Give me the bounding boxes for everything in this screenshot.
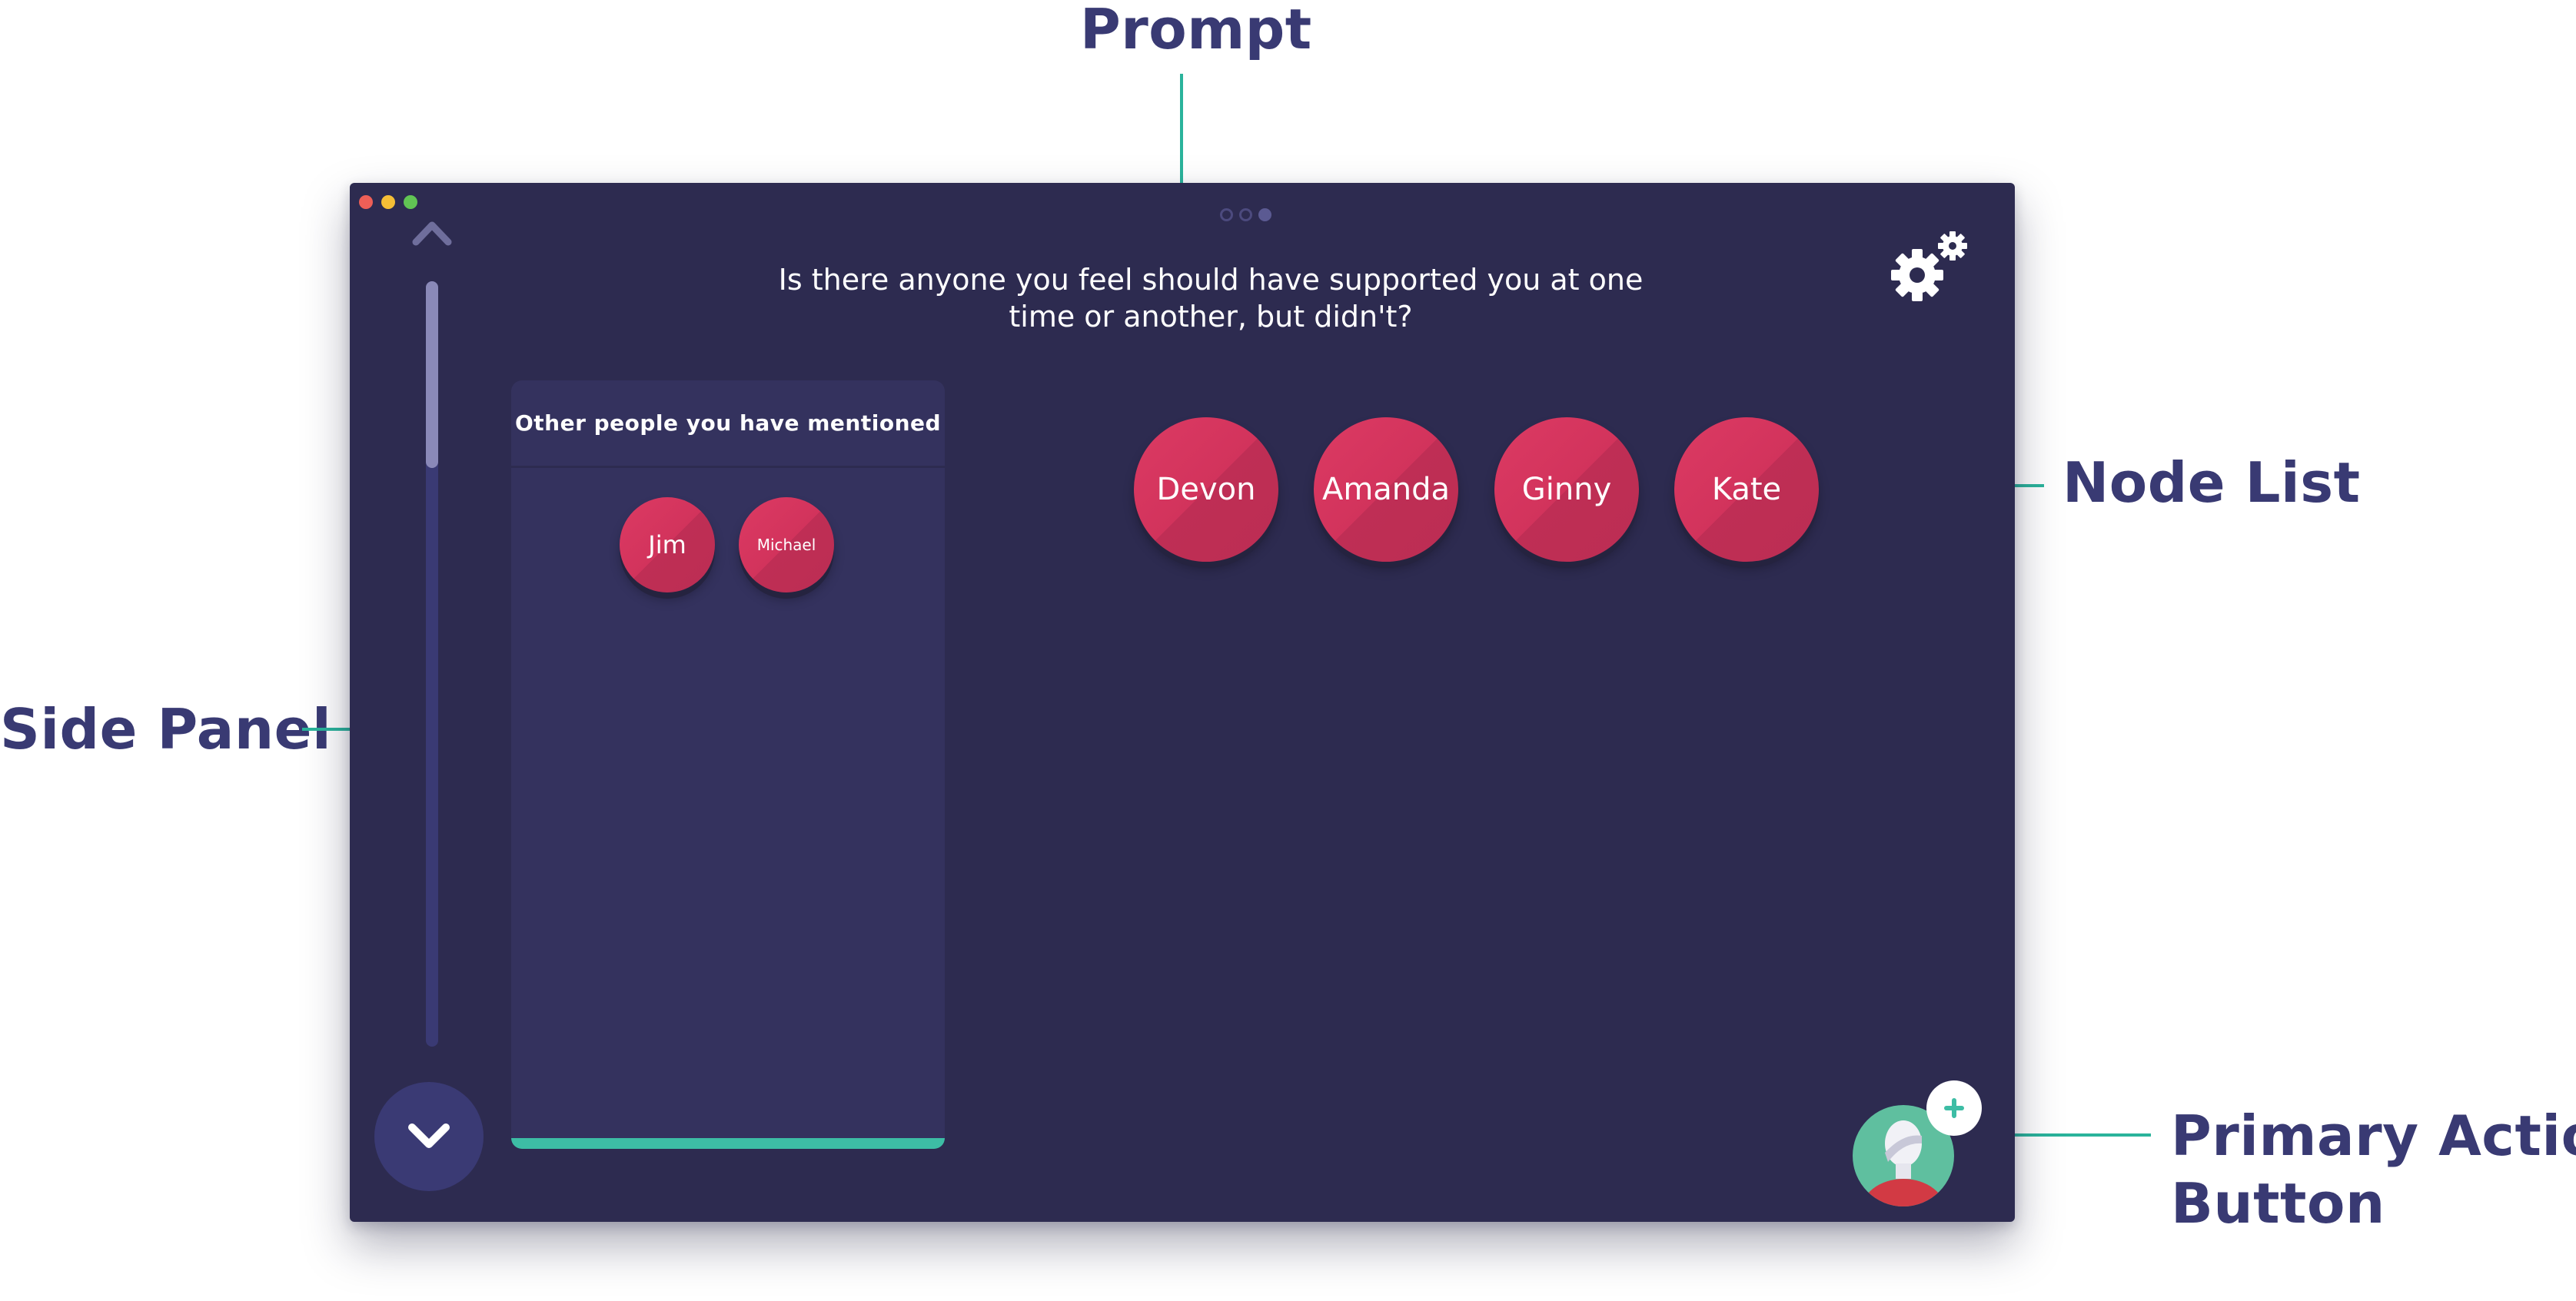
annotation-prompt-line — [1180, 74, 1183, 252]
stage-dot-active — [1258, 208, 1271, 221]
node-amanda[interactable]: Amanda — [1314, 417, 1458, 562]
window-minimize-button[interactable] — [381, 195, 395, 209]
side-panel-accent-bar — [511, 1138, 945, 1149]
annotation-node-list-label: Node List — [2062, 450, 2361, 515]
annotation-primary-action-label: Primary Action — [2171, 1104, 2576, 1168]
stage-dot — [1239, 208, 1252, 221]
prompt-text: Is there anyone you feel should have sup… — [778, 263, 1644, 334]
annotation-prompt-label: Prompt — [1080, 0, 1312, 61]
window-maximize-button[interactable] — [404, 195, 417, 209]
timeline-progress — [426, 281, 438, 468]
side-panel: Other people you have mentioned Jim Mich… — [511, 380, 945, 1149]
app-window: Is there anyone you feel should have sup… — [350, 183, 2015, 1222]
node-ginny[interactable]: Ginny — [1494, 417, 1639, 562]
stage-indicator — [1220, 208, 1271, 221]
stage-dot — [1220, 208, 1233, 221]
window-close-button[interactable] — [359, 195, 373, 209]
timeline-track[interactable] — [426, 281, 438, 1047]
side-node-jim[interactable]: Jim — [620, 497, 715, 592]
annotation-side-panel-label: Side Panel — [0, 697, 332, 762]
chevron-down-icon — [408, 1123, 450, 1148]
node-devon[interactable]: Devon — [1134, 417, 1278, 562]
side-panel-title: Other people you have mentioned — [511, 380, 945, 468]
gear-icon[interactable] — [1886, 227, 1971, 312]
annotation-primary-action-line — [1980, 1133, 2151, 1137]
side-node-michael[interactable]: Michael — [739, 497, 834, 592]
timeline-down-button[interactable] — [374, 1082, 484, 1191]
add-person-icon[interactable] — [1853, 1076, 1999, 1206]
side-panel-node-list: Jim Michael — [511, 468, 945, 1129]
node-kate[interactable]: Kate — [1674, 417, 1819, 562]
annotation-primary-action-label-2: Button — [2171, 1171, 2385, 1236]
chevron-up-icon[interactable] — [411, 217, 453, 248]
